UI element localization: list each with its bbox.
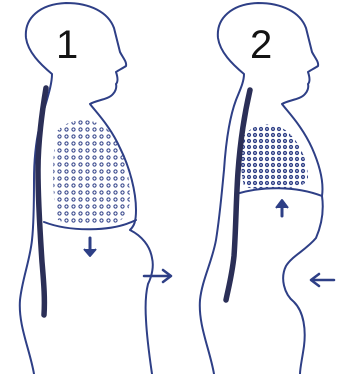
figure-2: 2: [200, 3, 334, 374]
figure-1-label: 1: [56, 23, 78, 67]
diaphragm-2: [236, 188, 322, 196]
up-arrow-2: [276, 200, 288, 216]
spine-1: [38, 88, 46, 315]
lung-2: [241, 124, 308, 188]
down-arrow-1: [84, 238, 96, 256]
figure-2-label: 2: [250, 23, 272, 67]
right-arrow-1: [144, 270, 171, 282]
figure-1: 1: [20, 3, 171, 374]
left-arrow-2: [311, 274, 334, 286]
lung-1: [53, 120, 130, 225]
